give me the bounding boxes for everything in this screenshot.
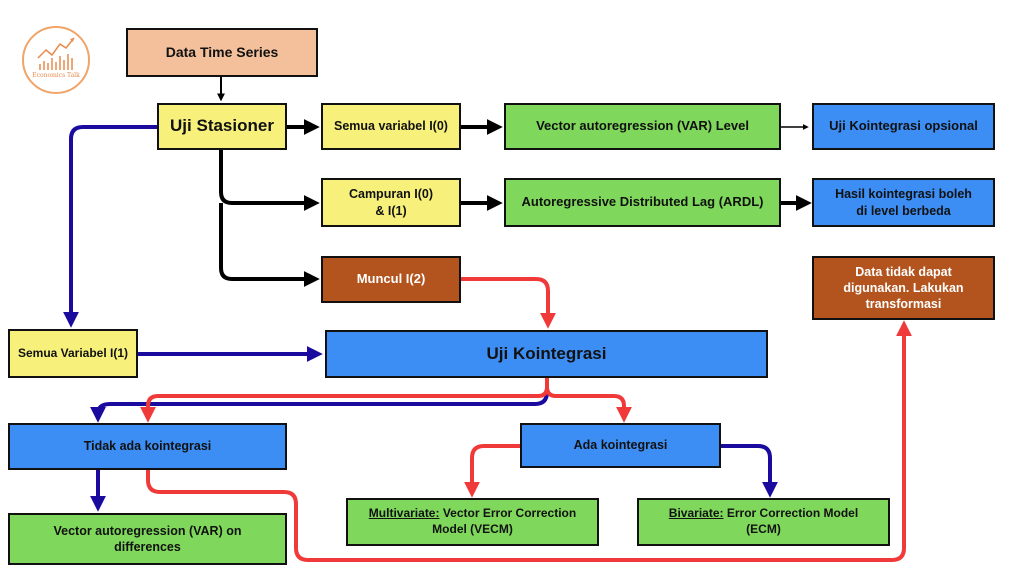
chart-icon [37, 37, 75, 70]
data-time-series-label: Data Time Series [165, 44, 279, 61]
vecm-text: Multivariate: Vector Error Correction Mo… [352, 506, 593, 537]
campuran-label: Campuran I(0) & I(1) [348, 187, 434, 218]
vecm-prefix: Multivariate: [368, 506, 440, 521]
tidak-ada-kointegrasi-box: Tidak ada kointegrasi [8, 423, 287, 470]
semua-i0-box: Semua variabel I(0) [321, 103, 461, 150]
ada-kointegrasi-box: Ada kointegrasi [520, 423, 721, 468]
ecm-prefix: Bivariate: [668, 506, 724, 521]
arrow-kointegrasi-to-tidak-ada-red [140, 378, 549, 423]
arrow-ada-to-ecm [720, 444, 778, 498]
ecm-rest: Error Correction Model (ECM) [726, 506, 859, 536]
ecm-box: Bivariate: Error Correction Model (ECM) [637, 498, 890, 546]
hasil-kointegrasi-box: Hasil kointegrasi boleh di level berbeda [812, 178, 995, 227]
economics-talk-logo: Economics Talk [22, 26, 90, 94]
ecm-text: Bivariate: Error Correction Model (ECM) [659, 506, 868, 537]
hasil-kointegrasi-label: Hasil kointegrasi boleh di level berbeda [835, 187, 972, 218]
arrow-stasioner-to-campuran [219, 150, 320, 211]
uji-stasioner-box: Uji Stasioner [157, 103, 287, 150]
var-differences-label: Vector autoregression (VAR) on differenc… [53, 523, 242, 554]
ada-kointegrasi-label: Ada kointegrasi [573, 438, 668, 453]
arrow-stasioner-to-semua-i1 [63, 125, 158, 328]
data-tidak-dapat-label: Data tidak dapat digunakan. Lakukan tran… [843, 264, 964, 312]
uji-kointegrasi-box: Uji Kointegrasi [325, 330, 768, 378]
semua-i0-label: Semua variabel I(0) [334, 119, 448, 134]
vecm-box: Multivariate: Vector Error Correction Mo… [346, 498, 599, 546]
tidak-ada-kointegrasi-label: Tidak ada kointegrasi [83, 439, 212, 454]
ardl-box: Autoregressive Distributed Lag (ARDL) [504, 178, 781, 227]
semua-i1-label: Semua Variabel I(1) [17, 345, 129, 360]
uji-stasioner-label: Uji Stasioner [170, 116, 274, 136]
vecm-rest: Vector Error Correction Model (VECM) [432, 506, 577, 536]
logo-text: Economics Talk [32, 72, 80, 79]
data-tidak-dapat-box: Data tidak dapat digunakan. Lakukan tran… [812, 256, 995, 320]
muncul-i2-label: Muncul I(2) [356, 271, 426, 287]
var-differences-box: Vector autoregression (VAR) on differenc… [8, 513, 287, 565]
arrow-kointegrasi-to-ada-red [545, 386, 632, 423]
uji-kointegrasi-opsional-label: Uji Kointegrasi opsional [829, 118, 978, 134]
var-level-box: Vector autoregression (VAR) Level [504, 103, 781, 150]
arrow-ada-to-vecm [464, 444, 520, 498]
arrow-kointegrasi-to-tidak-ada [90, 378, 549, 423]
data-time-series-box: Data Time Series [126, 28, 318, 77]
uji-kointegrasi-label: Uji Kointegrasi [486, 343, 607, 363]
var-level-label: Vector autoregression (VAR) Level [536, 118, 749, 134]
ardl-label: Autoregressive Distributed Lag (ARDL) [521, 194, 764, 210]
arrow-tidak-ada-to-data-tidak-dapat [146, 320, 912, 562]
muncul-i2-box: Muncul I(2) [321, 256, 461, 303]
arrow-muncul-i2-to-uji-kointegrasi [460, 277, 556, 329]
campuran-box: Campuran I(0) & I(1) [321, 178, 461, 227]
arrow-stasioner-to-muncul-i2 [219, 203, 320, 287]
uji-kointegrasi-opsional-box: Uji Kointegrasi opsional [812, 103, 995, 150]
semua-i1-box: Semua Variabel I(1) [8, 329, 138, 378]
